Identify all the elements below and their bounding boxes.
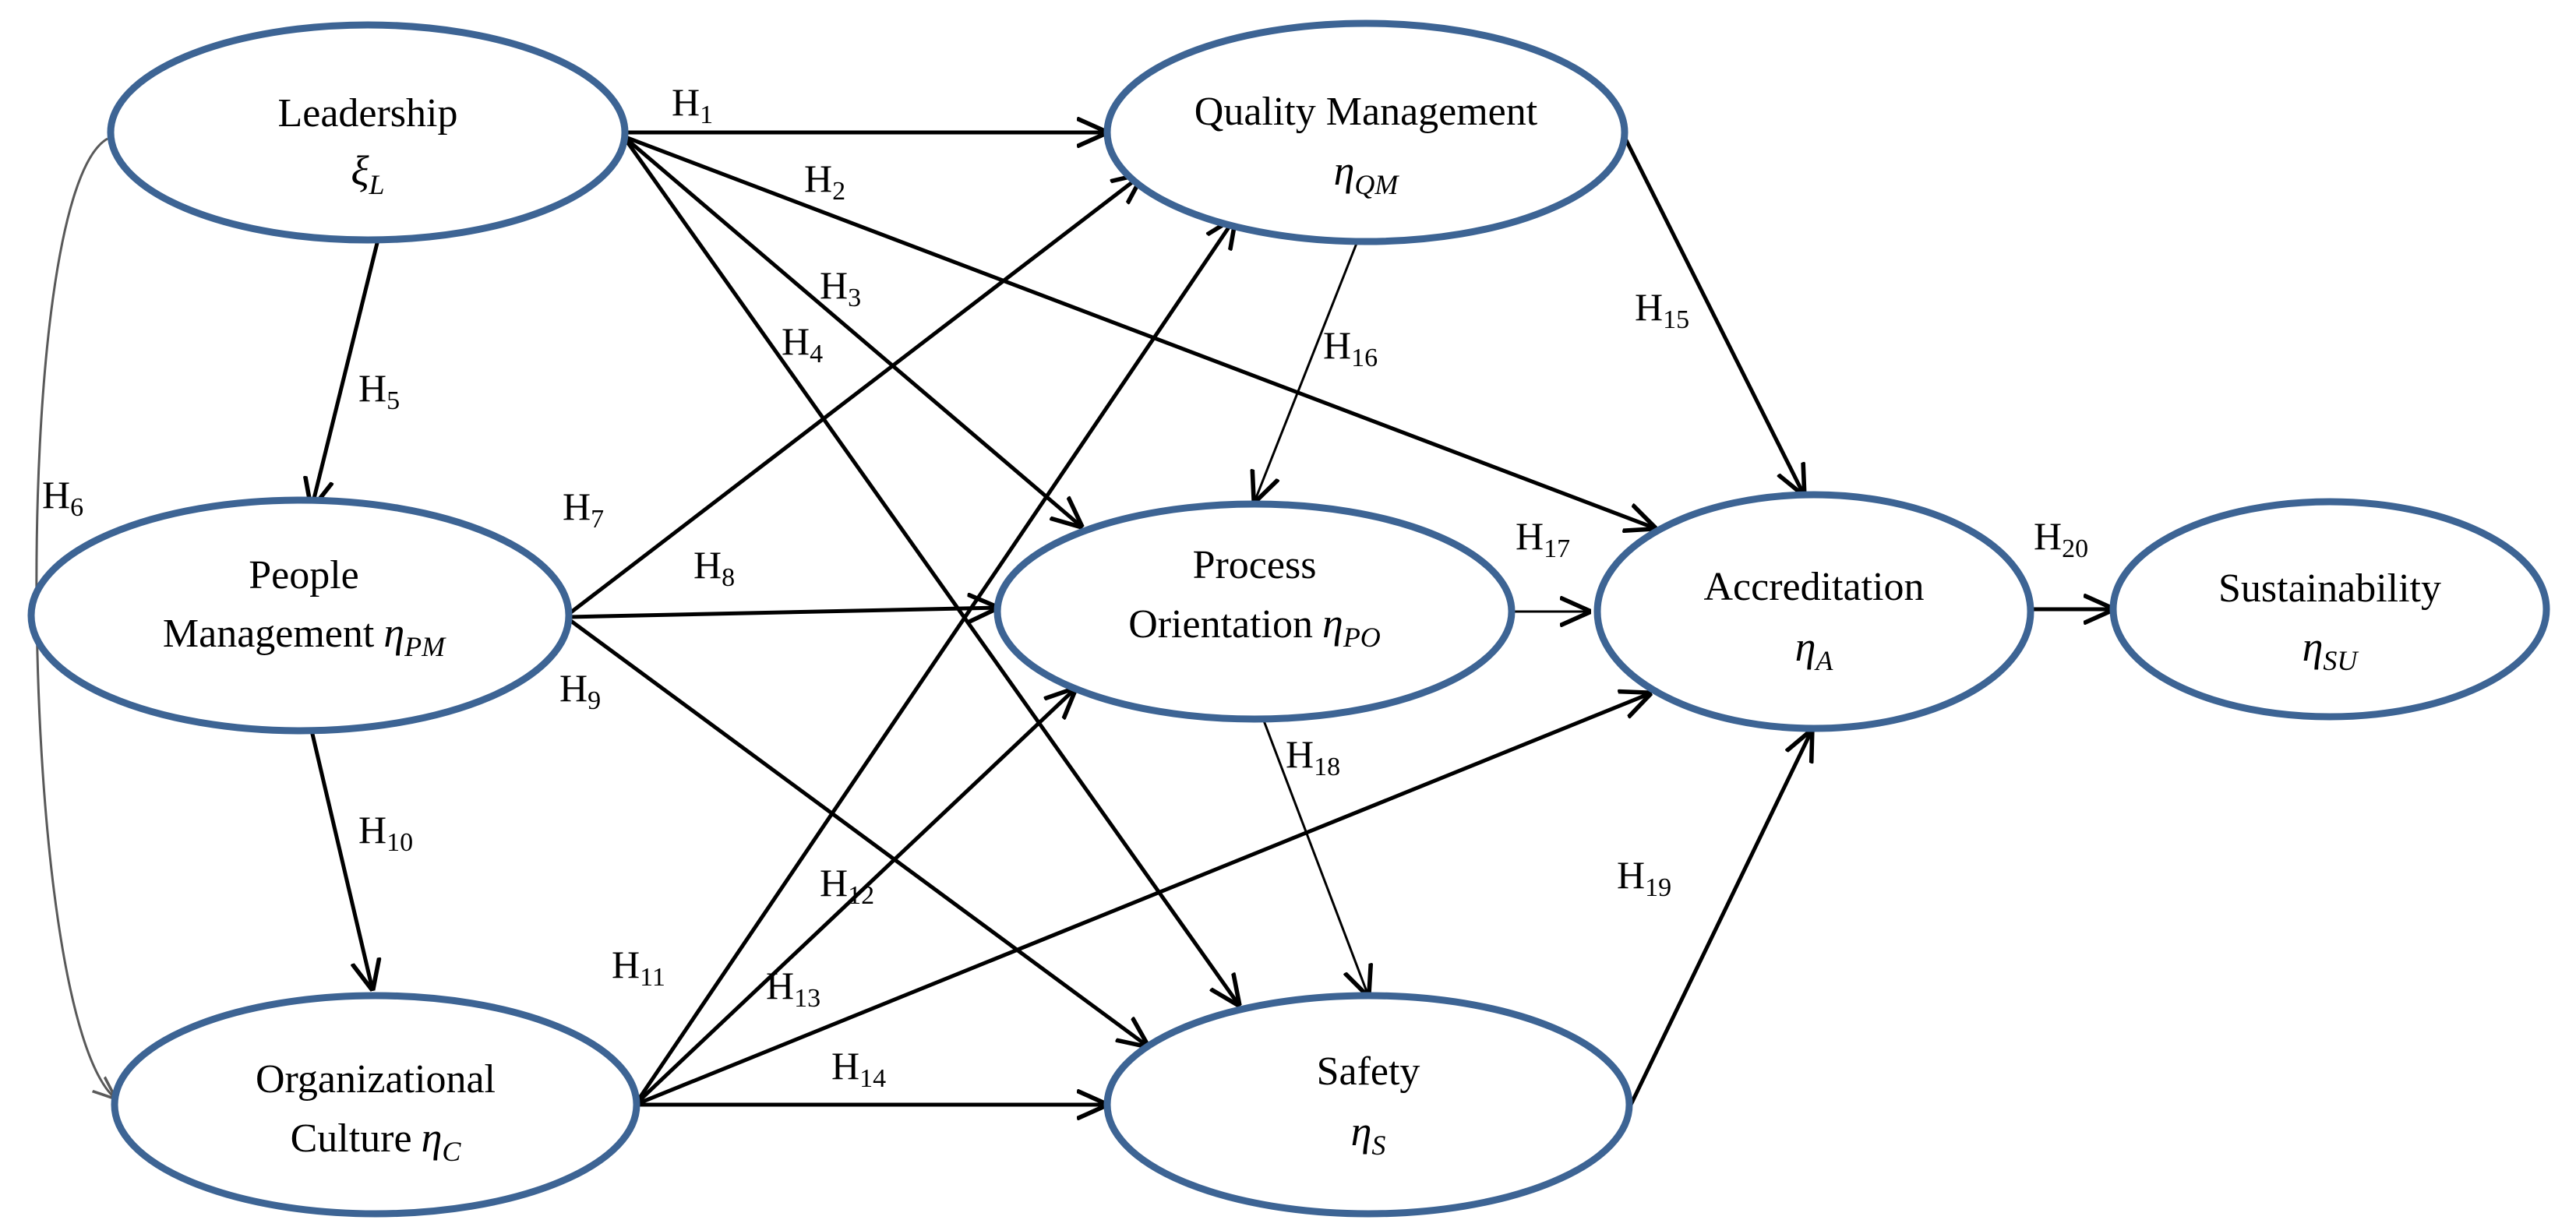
label-h20: H20 xyxy=(2034,514,2088,563)
label-h8: H8 xyxy=(693,543,735,592)
label-h2: H2 xyxy=(804,157,845,206)
edge-h2 xyxy=(623,134,1655,528)
node-accreditation-symbol: ηA xyxy=(1795,623,1834,676)
label-h1: H1 xyxy=(672,80,713,129)
node-people-management-line1: People xyxy=(249,553,359,598)
edge-h16 xyxy=(1254,241,1359,502)
edges xyxy=(35,132,2113,1107)
node-quality-management-name: Quality Management xyxy=(1194,90,1538,134)
node-leadership: Leadership ξL xyxy=(107,21,629,244)
edge-h13 xyxy=(634,693,1650,1107)
node-leadership-symbol: ξL xyxy=(351,147,384,200)
hypothesis-labels: H1 H2 H3 H4 H5 H6 H7 H8 H9 H10 H11 H12 H… xyxy=(42,80,2088,1093)
node-organizational-culture-line1: Organizational xyxy=(256,1057,496,1102)
label-h9: H9 xyxy=(559,666,601,715)
label-h5: H5 xyxy=(358,366,400,415)
edge-h15 xyxy=(1623,137,1804,495)
edge-h7 xyxy=(567,175,1142,615)
node-accreditation: Accreditation ηA xyxy=(1593,491,2034,732)
node-sustainability-symbol: ηSU xyxy=(2303,623,2359,676)
edge-h18 xyxy=(1261,716,1368,996)
edge-h3 xyxy=(622,135,1082,527)
node-quality-management-symbol: ηQM xyxy=(1334,147,1400,200)
edge-h10 xyxy=(309,730,372,989)
node-process-orientation-line1: Process xyxy=(1193,543,1317,587)
edge-h19 xyxy=(1629,731,1812,1106)
label-h16: H16 xyxy=(1323,323,1378,372)
label-h19: H19 xyxy=(1617,853,1671,902)
node-accreditation-name: Accreditation xyxy=(1704,565,1925,609)
edge-h9 xyxy=(567,617,1148,1046)
label-h3: H3 xyxy=(820,263,861,312)
label-h4: H4 xyxy=(782,319,823,368)
label-h15: H15 xyxy=(1635,285,1689,334)
node-quality-management: Quality Management ηQM xyxy=(1103,19,1629,245)
label-h13: H13 xyxy=(766,964,820,1013)
node-sustainability: Sustainability ηSU xyxy=(2109,498,2550,721)
label-h17: H17 xyxy=(1516,514,1570,563)
label-h7: H7 xyxy=(563,485,604,534)
edge-h8 xyxy=(568,608,997,617)
edge-h5 xyxy=(312,239,380,508)
label-h6: H6 xyxy=(42,473,83,522)
edge-h4 xyxy=(621,135,1239,1005)
node-leadership-name: Leadership xyxy=(277,91,457,136)
label-h11: H11 xyxy=(612,943,665,992)
label-h12: H12 xyxy=(820,861,874,910)
edge-h12 xyxy=(633,689,1075,1106)
node-sustainability-name: Sustainability xyxy=(2218,566,2441,611)
node-safety-name: Safety xyxy=(1317,1049,1420,1094)
node-safety-symbol: ηS xyxy=(1351,1108,1386,1161)
node-safety: Safety ηS xyxy=(1103,992,1633,1218)
label-h10: H10 xyxy=(358,808,413,857)
label-h18: H18 xyxy=(1286,732,1340,781)
label-h14: H14 xyxy=(831,1044,886,1093)
edge-h11 xyxy=(633,218,1235,1106)
